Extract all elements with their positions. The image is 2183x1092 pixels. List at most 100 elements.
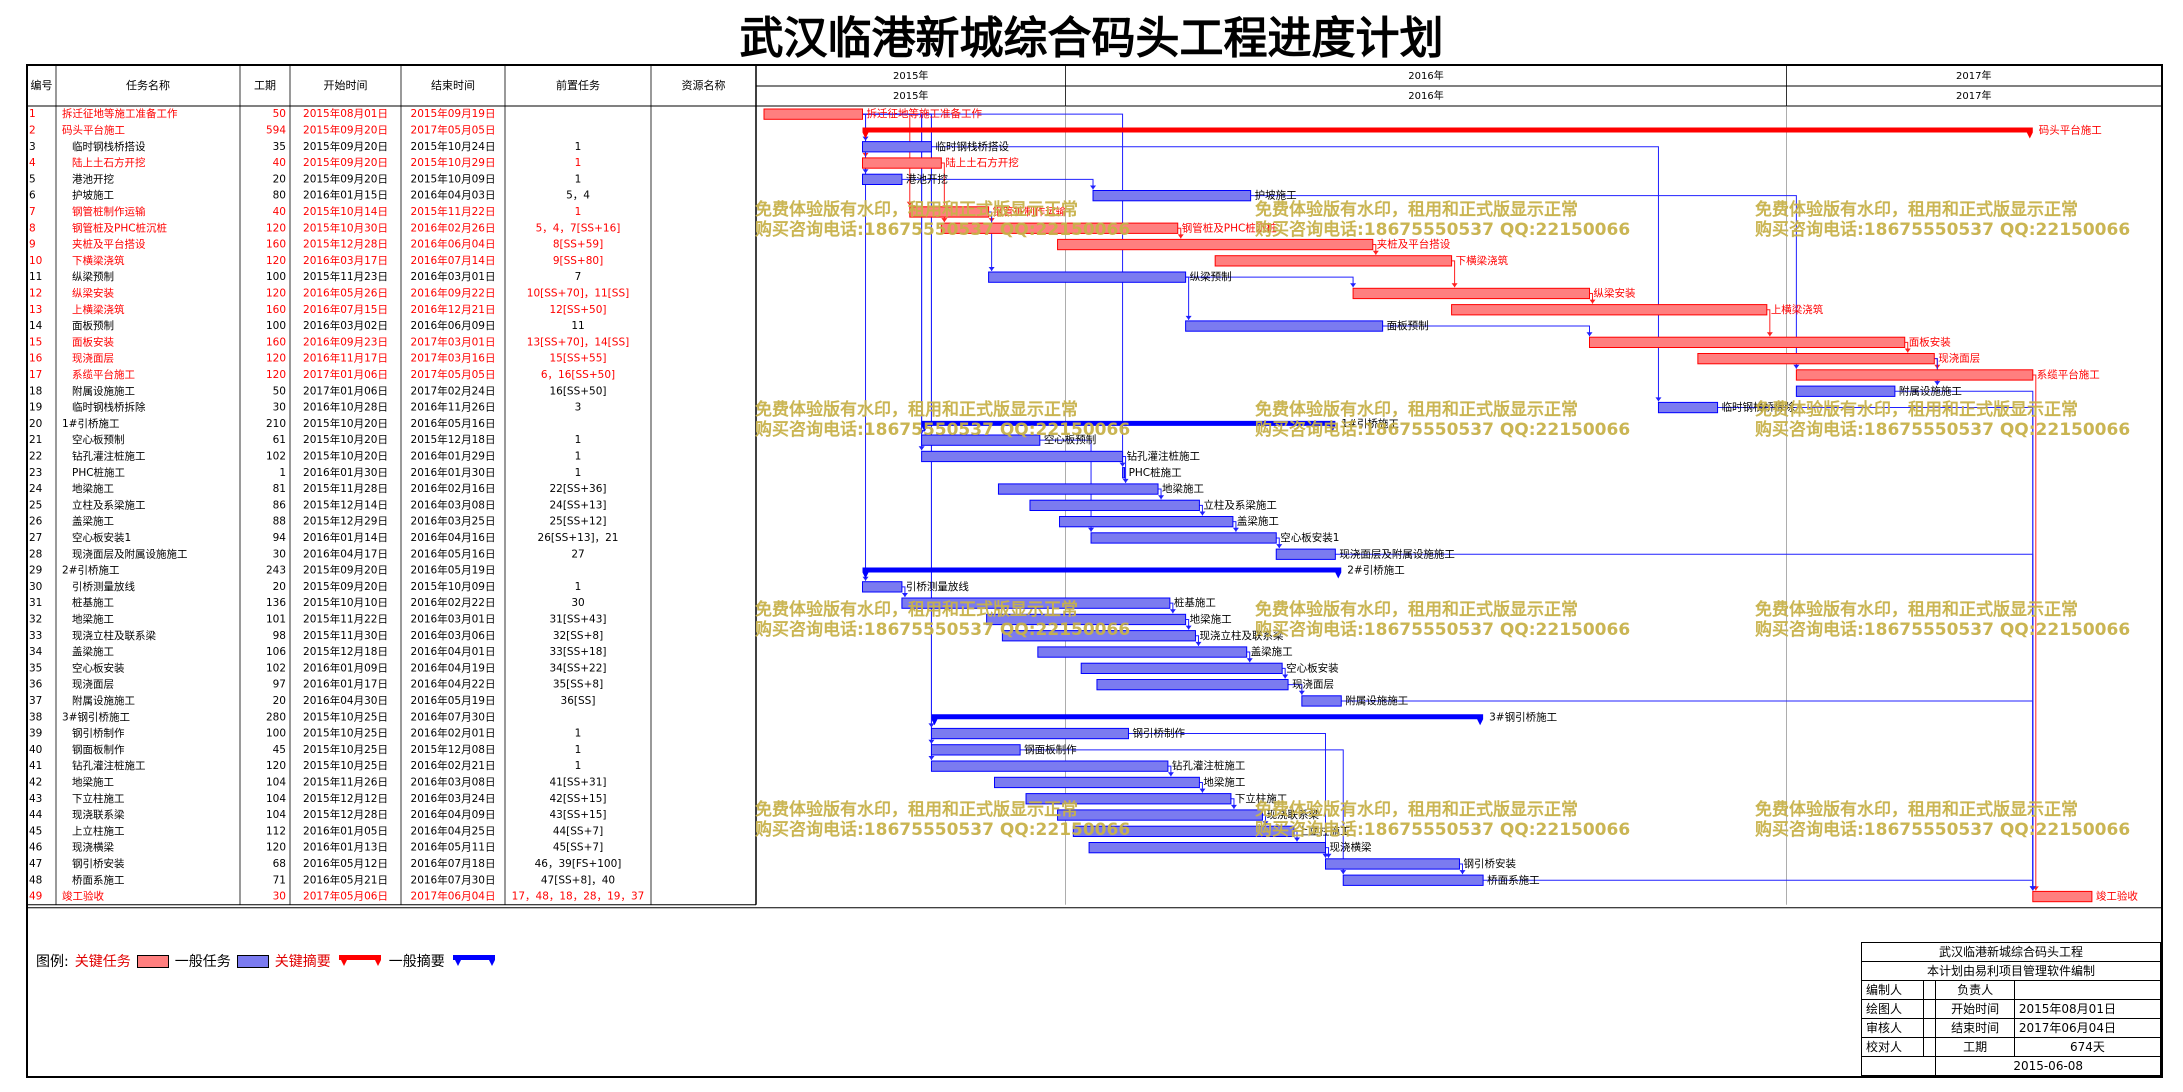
table-cell-end: 2016年04月16日 <box>411 531 496 544</box>
task-bar <box>1342 874 1484 886</box>
table-cell-id: 21 <box>29 434 42 446</box>
bar-label: 陆上土石方开挖 <box>945 156 1019 169</box>
table-cell-duration: 100 <box>266 728 286 740</box>
table-cell-duration: 100 <box>266 320 286 332</box>
table-cell-start: 2015年10月14日 <box>303 205 388 218</box>
table-cell-id: 28 <box>29 548 42 560</box>
table-cell-duration: 20 <box>273 695 286 707</box>
table-cell-end: 2015年10月24日 <box>411 140 496 153</box>
table-cell-pred: 1 <box>575 450 582 462</box>
table-cell-id: 36 <box>29 679 43 691</box>
column-header: 编号 <box>31 78 53 92</box>
table-cell-start: 2016年01月15日 <box>303 189 388 202</box>
dependency-arrow <box>1158 495 1165 500</box>
dependency-arrow <box>1322 853 1329 858</box>
table-cell-end: 2016年03月01日 <box>411 612 496 625</box>
dependency-arrow <box>1766 332 1773 337</box>
table-cell-start: 2015年10月20日 <box>303 417 388 430</box>
table-cell-duration: 280 <box>266 711 286 723</box>
bar-label: 纵梁预制 <box>1190 270 1232 283</box>
year-label: 2017年 <box>1956 89 1991 102</box>
table-cell-name: 上横梁浇筑 <box>72 303 125 316</box>
table-cell-name: 钢面板制作 <box>72 743 125 756</box>
bar-label: 现浇横梁 <box>1329 841 1371 854</box>
dependency-arrow <box>906 201 913 206</box>
bar-label: 钢引桥制作 <box>1132 727 1185 740</box>
start-label: 开始时间 <box>1935 999 2015 1019</box>
table-cell-id: 30 <box>29 581 42 593</box>
table-cell-duration: 104 <box>266 776 286 788</box>
table-cell-name: 桥面系施工 <box>72 873 125 886</box>
table-cell-pred: 47[SS+8]，40 <box>541 874 615 886</box>
table-cell-name: PHC桩施工 <box>72 466 125 479</box>
dependency-arrow <box>1340 870 1347 875</box>
dependency-arrow <box>1459 870 1466 875</box>
watermark: 免费体验版有水印，租用和正式版显示正常 购买咨询电话:18675550537 Q… <box>755 600 1131 640</box>
table-cell-end: 2016年03月25日 <box>411 515 496 528</box>
bar-label: 现浇面层 <box>1292 678 1334 691</box>
table-cell-id: 18 <box>29 385 42 397</box>
table-cell-end: 2015年12月18日 <box>411 433 496 446</box>
table-cell-duration: 30 <box>273 402 286 414</box>
table-cell-start: 2015年12月14日 <box>303 498 388 511</box>
bar-label: 钢管桩制作运输 <box>993 205 1067 218</box>
table-cell-end: 2016年09月22日 <box>411 286 496 299</box>
responsible-label: 负责人 <box>1935 980 2015 1000</box>
table-cell-id: 49 <box>29 891 42 903</box>
table-cell-pred: 25[SS+12] <box>549 516 606 528</box>
table-cell-end: 2016年03月06日 <box>411 629 496 642</box>
table-cell-start: 2015年12月12日 <box>303 792 388 805</box>
table-cell-id: 47 <box>29 858 42 870</box>
bar-label: 地梁施工 <box>1190 612 1232 625</box>
bar-label: 上立柱施工 <box>1298 824 1351 837</box>
bar-label: 空心板安装1 <box>1280 531 1339 544</box>
bar-label: 立柱及系梁施工 <box>1203 498 1277 511</box>
table-cell-name: 港池开挖 <box>72 172 114 185</box>
table-cell-end: 2016年03月08日 <box>411 775 496 788</box>
dependency-arrow <box>1169 609 1176 614</box>
table-cell-id: 19 <box>29 402 42 414</box>
table-cell-name: 现浇面层 <box>72 352 114 365</box>
table-cell-end: 2016年02月22日 <box>411 596 496 609</box>
bar-label: 竣工验收 <box>2096 890 2138 903</box>
table-cell-duration: 81 <box>273 483 286 495</box>
table-cell-end: 2016年05月16日 <box>411 547 496 560</box>
task-bar <box>1122 467 1126 479</box>
dependency-arrow <box>1185 625 1192 630</box>
table-cell-start: 2015年10月20日 <box>303 433 388 446</box>
table-cell-id: 25 <box>29 499 42 511</box>
checker-label: 校对人 <box>1861 1037 1924 1057</box>
dependency-link <box>1249 195 1797 369</box>
dependency-arrow <box>1586 332 1593 337</box>
dependency-link <box>1184 276 1190 320</box>
bar-label: 现浇联系梁 <box>1266 808 1319 821</box>
table-cell-name: 现浇横梁 <box>72 841 114 854</box>
task-bar <box>930 744 1021 756</box>
table-cell-start: 2015年10月25日 <box>303 743 388 756</box>
table-cell-end: 2016年05月19日 <box>411 564 496 577</box>
table-cell-name: 临时钢栈桥拆除 <box>72 401 146 414</box>
table-cell-name: 立柱及系梁施工 <box>72 498 146 511</box>
task-bar <box>901 597 1171 609</box>
table-cell-start: 2016年04月17日 <box>303 547 388 560</box>
table-cell-pred: 7 <box>575 271 582 283</box>
table-cell-id: 38 <box>29 711 42 723</box>
table-cell-duration: 120 <box>266 369 286 381</box>
table-cell-name: 附属设施施工 <box>72 384 135 397</box>
table-cell-end: 2015年10月29日 <box>411 156 496 169</box>
legend-critical-task-swatch <box>136 954 169 968</box>
table-cell-name: 现浇联系梁 <box>72 808 125 821</box>
table-cell-start: 2015年11月22日 <box>303 612 388 625</box>
table-cell-pred: 46，39[FS+100] <box>535 858 622 870</box>
table-cell-duration: 104 <box>266 809 286 821</box>
bar-label: 桩基施工 <box>1174 596 1216 609</box>
table-cell-name: 钻孔灌注桩施工 <box>72 759 146 772</box>
table-cell-name: 2#引桥施工 <box>62 564 119 577</box>
table-cell-start: 2015年11月30日 <box>303 629 388 642</box>
summary-bar <box>921 420 1336 432</box>
bar-label: 2#引桥施工 <box>1347 564 1404 577</box>
task-bar <box>1324 858 1460 870</box>
end-label: 结束时间 <box>1935 1018 2015 1038</box>
table-cell-start: 2016年01月30日 <box>303 466 388 479</box>
